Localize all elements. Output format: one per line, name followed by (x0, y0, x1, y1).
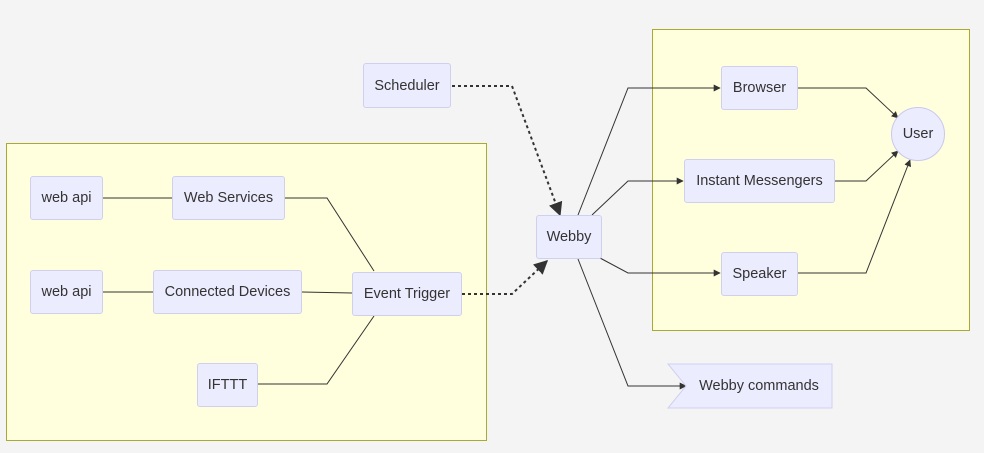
browser-node[interactable]: Browser (721, 66, 798, 110)
user-label: User (902, 126, 934, 142)
webby-commands-node[interactable]: Webby commands (686, 364, 832, 408)
event-trigger-node[interactable]: Event Trigger (352, 272, 462, 316)
web-api-node-2[interactable]: web api (30, 270, 103, 314)
edge-messengers-user (835, 150, 899, 182)
edge-eventtrigger-webby (462, 260, 549, 295)
ifttt-label: IFTTT (207, 377, 248, 393)
connected-devices-label: Connected Devices (164, 284, 291, 300)
edge-browser-user (798, 87, 899, 119)
web-api-node-1[interactable]: web api (30, 176, 103, 220)
instant-messengers-node[interactable]: Instant Messengers (684, 159, 835, 203)
edge-webby-commands (577, 258, 687, 390)
web-services-label: Web Services (183, 190, 274, 206)
webby-commands-node-shape (666, 363, 833, 409)
speaker-node[interactable]: Speaker (721, 252, 798, 296)
instant-messengers-label: Instant Messengers (696, 173, 823, 189)
event-trigger-label: Event Trigger (363, 286, 451, 302)
webby-label: Webby (546, 229, 592, 245)
edge-webby-speaker (599, 257, 721, 277)
web-services-node[interactable]: Web Services (172, 176, 285, 220)
edge-webby-browser (577, 84, 721, 216)
edge-webservices-eventtrigger (285, 197, 375, 272)
edge-connected-eventtrigger (301, 291, 353, 294)
edge-ifttt-eventtrigger (258, 315, 375, 385)
edge-speaker-user (798, 159, 911, 274)
edge-webby-messengers (591, 177, 684, 216)
ifttt-node[interactable]: IFTTT (197, 363, 258, 407)
speaker-label: Speaker (732, 266, 787, 282)
scheduler-label: Scheduler (374, 77, 440, 94)
scheduler-node[interactable]: Scheduler (363, 63, 451, 108)
webby-node[interactable]: Webby (536, 215, 602, 259)
edge-scheduler-webby (452, 85, 563, 217)
connected-devices-node[interactable]: Connected Devices (153, 270, 302, 314)
web-api-label-2: web api (41, 284, 92, 300)
browser-label: Browser (732, 80, 787, 96)
user-node[interactable]: User (891, 107, 945, 161)
webby-commands-label: Webby commands (699, 378, 819, 394)
web-api-label-1: web api (41, 190, 92, 206)
